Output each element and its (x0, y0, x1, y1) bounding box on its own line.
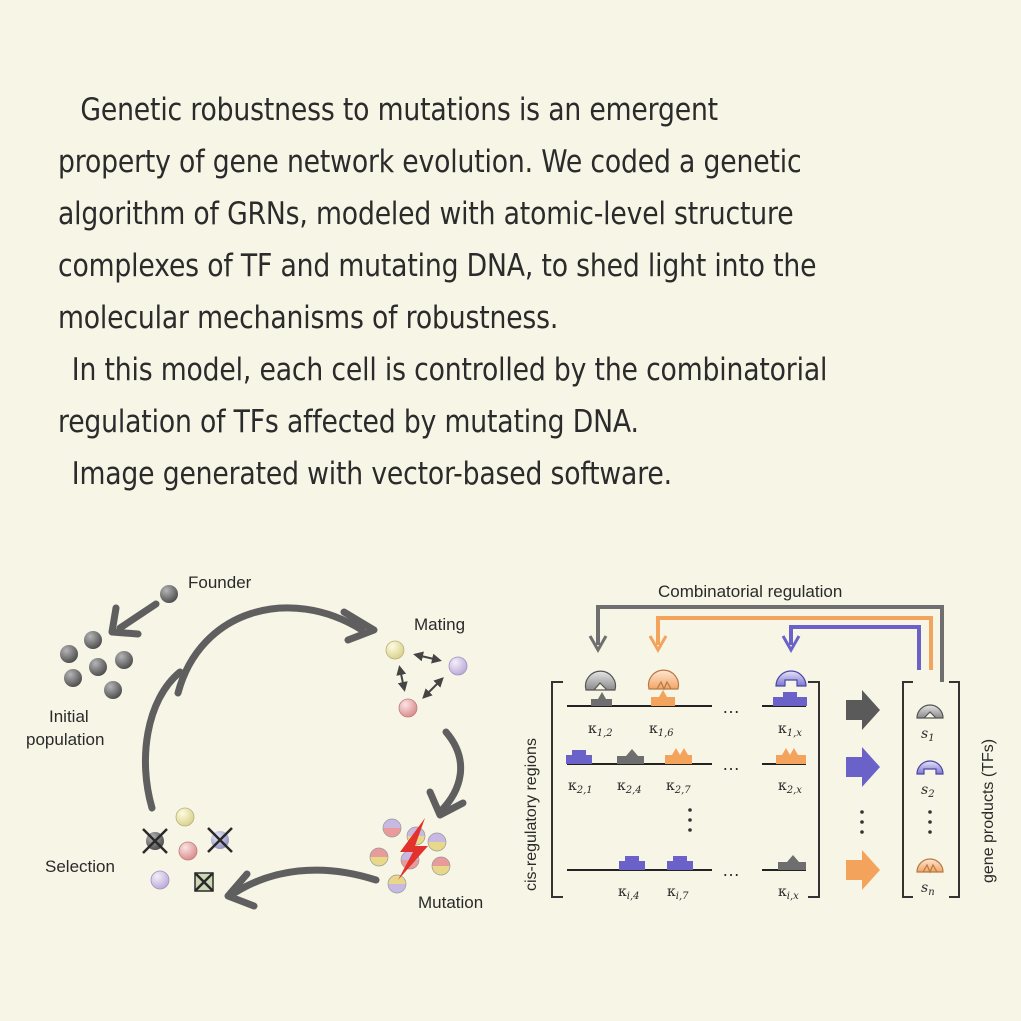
kappa-label: κi,4 (618, 884, 640, 902)
matrix-bracket-right (808, 681, 820, 898)
svg-text:s1: s1 (921, 726, 935, 744)
gray-tf-icon (584, 670, 617, 691)
row-ellipsis: … (722, 754, 740, 774)
cis-regulatory-label: cis-regulatory regions (523, 738, 540, 891)
feedback-line-blue (789, 625, 921, 670)
mating-label: Mating (414, 615, 465, 634)
vertical-ellipsis (688, 808, 932, 834)
gene-products-label: gene products (TFs) (980, 739, 997, 883)
eliminated-cell-icon (142, 828, 168, 854)
kappa-label: κ2,1 (568, 778, 593, 796)
selection-cells (142, 807, 233, 892)
tf-bracket-left (902, 681, 913, 898)
founder-cell (160, 585, 178, 603)
cycle-arrowhead-mutation (426, 788, 467, 819)
cycle-arrow-to-initial (141, 668, 184, 812)
kappa-label: κ2,7 (666, 778, 691, 796)
svg-text:sn: sn (921, 880, 935, 898)
blue-tf-icon (916, 760, 944, 775)
kappa-label: κ2,4 (617, 778, 642, 796)
intro-paragraph-1: Genetic robustness to mutations is an em… (58, 92, 817, 336)
cycle-arrowhead-mating (340, 608, 378, 644)
feedback-arrowhead-orange (648, 635, 668, 654)
mutation-label: Mutation (418, 893, 483, 912)
intro-text: Genetic robustness to mutations is an em… (58, 84, 832, 500)
feedback-line-orange (656, 616, 933, 670)
tf-product-n: sn (916, 858, 944, 898)
kappa-label: κ1,x (778, 721, 802, 739)
gray-tf-icon (916, 704, 944, 719)
output-arrow-blue (846, 747, 880, 787)
selection-label: Selection (45, 857, 115, 876)
cycle-arrow-to-selection (232, 866, 380, 896)
tf-product-1: s1 (916, 704, 944, 744)
cis-row-i: … κi,4 κi,7 κi,x (567, 855, 806, 902)
founder-label: Founder (188, 573, 252, 592)
eliminated-cell-icon (194, 872, 214, 892)
initial-label-line1: Initial (49, 707, 89, 726)
orange-tf-icon (647, 669, 680, 690)
feedback-arrowhead-gray (588, 635, 608, 654)
output-arrow-gray (846, 690, 880, 730)
output-arrow-orange (846, 850, 880, 890)
initial-label-line2: population (26, 730, 104, 749)
kappa-label: κ1,2 (588, 721, 613, 739)
kappa-label: κ2,x (778, 778, 802, 796)
row-ellipsis: … (722, 860, 740, 880)
eliminated-cell-icon (207, 827, 233, 853)
orange-tf-icon (916, 858, 944, 873)
matrix-bracket-left (551, 681, 563, 898)
cycle-arrowhead-selection (224, 870, 258, 910)
tf-bracket-right (949, 681, 960, 898)
kappa-label: κi,x (778, 884, 799, 902)
cis-row-1: … κ1,2 κ1,6 κ1,x (567, 669, 807, 739)
row-ellipsis: … (722, 697, 740, 717)
kappa-label: κ1,6 (649, 721, 674, 739)
tf-product-2: s2 (916, 760, 944, 800)
evolution-cycle: Founder Initial population Mating (26, 573, 483, 912)
feedback-arrowhead-blue (781, 635, 801, 654)
founder-arrowhead (108, 604, 142, 638)
feedback-line-gray (596, 605, 944, 682)
founder-arrow (116, 600, 160, 632)
initial-population (60, 631, 133, 699)
cis-row-2: … κ2,1 κ2,4 κ2,7 κ2,x (566, 748, 806, 796)
combinatorial-title: Combinatorial regulation (658, 582, 842, 601)
lightning-bolt-icon (398, 818, 428, 880)
svg-text:s2: s2 (921, 782, 935, 800)
intro-paragraph-2: In this model, each cell is controlled b… (58, 352, 828, 440)
cycle-arrow-to-mating (174, 604, 366, 697)
grn-diagram: Combinatorial regulation cis-regulatory … (523, 582, 997, 902)
mutation-cells (369, 818, 451, 894)
cycle-arrow-to-mutation (436, 728, 465, 816)
mating-cells (385, 640, 468, 718)
blue-tf-icon (775, 670, 807, 687)
intro-paragraph-3: Image generated with vector-based softwa… (71, 456, 672, 492)
kappa-label: κi,7 (667, 884, 689, 902)
